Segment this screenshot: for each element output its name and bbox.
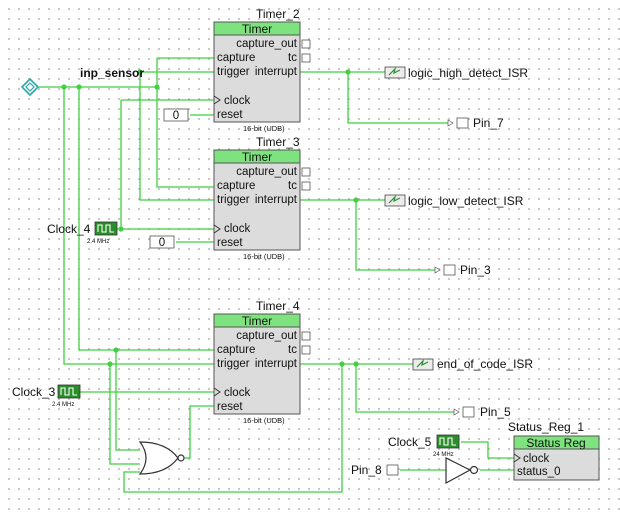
timer-3-port-tc: tc (288, 180, 297, 192)
pin-8-icon (386, 464, 399, 476)
timer-2-footer: 16-bit (UDB) (243, 124, 285, 133)
pin-7-icon (456, 117, 469, 129)
isr-logic-low-detect[interactable]: logic_low_detect_ISR (384, 194, 524, 208)
timer-3-port-capture: capture (217, 180, 255, 192)
pin-7-component[interactable]: Pin_7 (447, 116, 504, 130)
pin-8-label: Pin_8 (351, 463, 382, 477)
timer-3-reset-constant[interactable]: 0 (149, 235, 175, 249)
svg-text:0: 0 (173, 110, 179, 122)
isr-end-of-code-label: end_of_code_ISR (437, 357, 533, 371)
isr-logic-high-detect[interactable]: logic_high_detect_ISR (384, 66, 528, 80)
timer-2-port-tc: tc (288, 52, 297, 64)
pin-5-label: Pin_5 (480, 405, 511, 419)
timer-4-body (213, 313, 301, 415)
timer-3-port-reset: reset (217, 237, 243, 249)
timer-3-type: Timer (242, 150, 272, 164)
timer-3-footer: 16-bit (UDB) (243, 252, 285, 261)
timer-4-port-clock: clock (224, 387, 250, 399)
timer-4-header (213, 313, 301, 328)
timer-3-clock-marker (213, 224, 221, 234)
timer-4-port-capture-out: capture_out (236, 330, 298, 342)
not-gate-bubble (469, 465, 479, 475)
timer-2-header (213, 21, 301, 36)
timer-2-port-trigger: trigger (217, 66, 250, 78)
timer-4-port-reset: reset (217, 401, 243, 413)
timer-4-instance: Timer_4 (256, 299, 300, 313)
status-reg-clock-marker (513, 453, 521, 463)
timer-2-block[interactable]: Timer_2 Timer capture_out tc capture tri… (213, 7, 301, 133)
pin-5-icon (462, 406, 475, 418)
status-reg-type: Status Reg (526, 436, 585, 450)
status-reg-block[interactable]: Status_Reg_1 Status Reg clock status_0 (508, 420, 600, 481)
clock-4-frequency: 2.4 MHz (87, 239, 109, 245)
timer-3-port-trigger: trigger (217, 194, 250, 206)
pin-3-icon (443, 264, 456, 276)
timer-4-block[interactable]: Timer_4 Timer capture_out tc capture tri… (213, 299, 301, 425)
timer-3-body (213, 149, 301, 251)
pin-3-component[interactable]: Pin_3 (434, 263, 491, 277)
isr-logic-low-detect-label: logic_low_detect_ISR (408, 194, 524, 208)
input-port-inp-sensor[interactable] (20, 77, 40, 97)
timer-2-port-capture-out: capture_out (236, 38, 298, 50)
wire-net (36, 57, 514, 493)
timer-4-port-interrupt: interrupt (255, 358, 298, 370)
svg-text:0: 0 (159, 237, 165, 249)
clock-4-label: Clock_4 (47, 222, 91, 236)
timer-2-reset-constant[interactable]: 0 (163, 108, 189, 122)
timer-2-instance: Timer_2 (256, 7, 300, 21)
not-gate[interactable] (445, 457, 479, 485)
pin-8-component[interactable]: Pin_8 (351, 463, 399, 477)
pin-7-label: Pin_7 (473, 116, 504, 130)
timer-3-instance: Timer_3 (256, 135, 300, 149)
timer-4-port-capture: capture (217, 344, 255, 356)
timer-4-capture-out-terminal (301, 331, 311, 341)
timer-2-port-clock: clock (224, 95, 250, 107)
timer-2-port-interrupt: interrupt (255, 66, 298, 78)
clock-5-frequency: 24 MHz (433, 452, 454, 458)
clock-5-label: Clock_5 (388, 435, 432, 449)
timer-4-tc-terminal (301, 345, 311, 355)
timer-3-port-clock: clock (224, 223, 250, 235)
clock-5-component[interactable]: Clock_5 24 MHz (388, 434, 460, 458)
pin-5-component[interactable]: Pin_5 (453, 405, 511, 419)
nor-gate[interactable] (138, 441, 185, 475)
timer-3-tc-terminal (301, 181, 311, 191)
timer-3-block[interactable]: Timer_3 Timer capture_out tc capture tri… (213, 135, 301, 261)
timer-3-capture-out-terminal (301, 167, 311, 177)
junction-dots (61, 69, 359, 367)
clock-3-component[interactable]: Clock_3 2.4 MHz (12, 384, 81, 408)
pin-3-label: Pin_3 (460, 263, 491, 277)
timer-2-capture-out-terminal (301, 39, 311, 49)
timer-2-body (213, 21, 301, 123)
status-reg-header (513, 435, 600, 450)
timer-2-port-reset: reset (217, 109, 243, 121)
timer-4-type: Timer (242, 314, 272, 328)
status-reg-instance: Status_Reg_1 (508, 420, 584, 434)
status-reg-port-clock: clock (523, 453, 549, 465)
net-label-inp-sensor: inp_sensor (80, 66, 144, 80)
isr-end-of-code[interactable]: end_of_code_ISR (412, 357, 533, 371)
timer-4-clock-marker (213, 387, 221, 397)
nor-gate-bubble (177, 454, 185, 462)
timer-3-port-capture-out: capture_out (236, 166, 298, 178)
timer-2-port-capture: capture (217, 52, 255, 64)
timer-3-header (213, 149, 301, 164)
clock-3-frequency: 2.4 MHz (52, 402, 74, 408)
timer-3-port-interrupt: interrupt (255, 194, 298, 206)
isr-logic-high-detect-label: logic_high_detect_ISR (408, 66, 528, 80)
clock-3-label: Clock_3 (12, 385, 56, 399)
timer-4-port-trigger: trigger (217, 358, 250, 370)
clock-4-component[interactable]: Clock_4 2.4 MHz (47, 221, 118, 245)
status-reg-port-status-0: status_0 (517, 466, 560, 478)
timer-2-type: Timer (242, 22, 272, 36)
timer-4-footer: 16-bit (UDB) (243, 416, 285, 425)
timer-2-tc-terminal (301, 53, 311, 63)
timer-2-clock-marker (213, 95, 221, 105)
timer-4-port-tc: tc (288, 344, 297, 356)
